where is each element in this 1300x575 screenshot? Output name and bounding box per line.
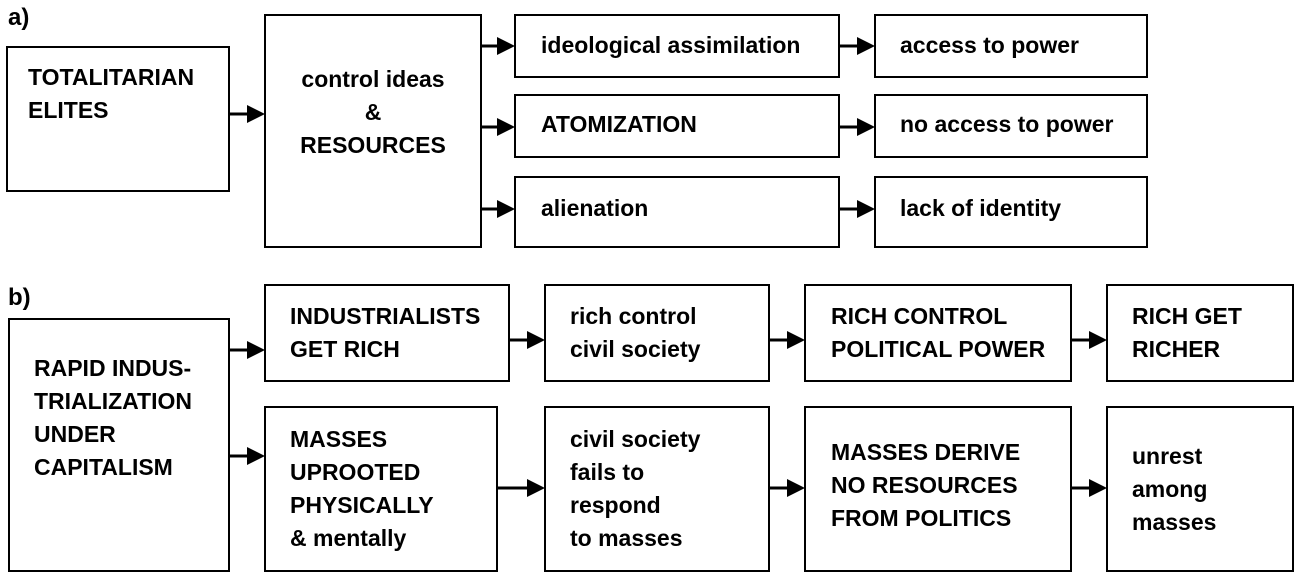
panel-a-label: a) xyxy=(8,4,30,31)
masses-uprooted-box xyxy=(264,406,498,572)
totalitarian-elites-text: TOTALITARIAN ELITES xyxy=(28,64,195,123)
rich-get-richer-text: RICH GET RICHER xyxy=(1132,303,1242,362)
no-access-to-power-box xyxy=(874,94,1148,158)
rich-control-political-text: RICH CONTROL POLITICAL POWER xyxy=(831,303,1046,362)
rich-get-richer-box xyxy=(1106,284,1294,382)
access-to-power-box xyxy=(874,14,1148,78)
industrialists-text: INDUSTRIALISTS GET RICH xyxy=(290,303,481,362)
no-access-to-power-text: no access to power xyxy=(900,111,1114,137)
rich-control-civil-box xyxy=(544,284,770,382)
civil-society-fails-box xyxy=(544,406,770,572)
panel-b-label: b) xyxy=(8,284,31,311)
rich-control-civil-text: rich control civil society xyxy=(570,303,701,362)
ideological-assimilation-box xyxy=(514,14,840,78)
lack-of-identity-box xyxy=(874,176,1148,248)
industrialists-box xyxy=(264,284,510,382)
atomization-text: ATOMIZATION xyxy=(541,111,697,137)
rich-control-political-box xyxy=(804,284,1072,382)
ideological-assimilation-text: ideological assimilation xyxy=(541,32,801,58)
atomization-box xyxy=(514,94,840,158)
alienation-box xyxy=(514,176,840,248)
totalitarian-elites-box xyxy=(6,46,230,192)
rapid-industrialization-text: RAPID INDUS- TRIALIZATION UNDER CAPITALI… xyxy=(34,355,192,480)
unrest-box xyxy=(1106,406,1294,572)
control-ideas-box xyxy=(264,14,482,248)
civil-society-fails-text: civil society fails to respond to masses xyxy=(570,426,701,551)
control-ideas-text: control ideas & RESOURCES xyxy=(300,66,446,158)
access-to-power-text: access to power xyxy=(900,32,1079,58)
alienation-text: alienation xyxy=(541,195,649,221)
masses-derive-box xyxy=(804,406,1072,572)
lack-of-identity-text: lack of identity xyxy=(900,195,1062,221)
rapid-industrialization-box xyxy=(8,318,230,572)
masses-uprooted-text: MASSES UPROOTED PHYSICALLY & mentally xyxy=(290,426,434,551)
unrest-text: unrest among masses xyxy=(1132,443,1217,535)
masses-derive-text: MASSES DERIVE NO RESOURCES FROM POLITICS xyxy=(831,439,1021,531)
